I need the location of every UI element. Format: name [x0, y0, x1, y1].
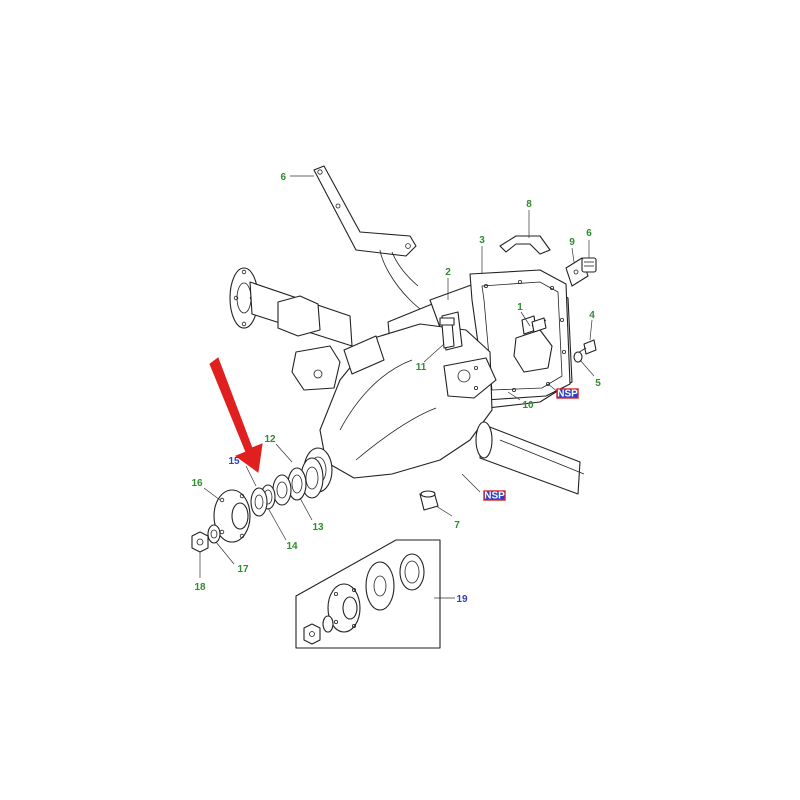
highlight-arrow [209, 357, 263, 473]
callout-8: 8 [526, 199, 532, 210]
callout-15: 15 [228, 456, 240, 467]
callout-2: 2 [445, 267, 451, 278]
callout-labels: 6 2 3 1 4 5 6 8 9 10 11 12 13 14 15 16 1… [191, 172, 601, 605]
callout-14: 14 [286, 541, 298, 552]
callout-1: 1 [517, 302, 523, 313]
callout-5: 5 [595, 378, 601, 389]
nsp-tag-lower: NSP [483, 490, 506, 502]
nsp-tag-upper: NSP [556, 388, 579, 400]
right-axle-tube [475, 421, 585, 495]
callout-3: 3 [479, 235, 485, 246]
callout-7: 6 [280, 172, 286, 183]
callout-9: 9 [569, 237, 575, 248]
bracket-arm-part [313, 165, 441, 323]
left-axle-tube [229, 267, 353, 391]
callout-6-breather: 6 [586, 228, 592, 239]
callout-6-drain: 7 [454, 520, 460, 531]
callout-19: 19 [456, 594, 468, 605]
callout-17: 17 [237, 564, 249, 575]
kit-19-inset [295, 539, 441, 649]
nsp-tag-text: NSP [484, 491, 505, 502]
nsp-tag-text: NSP [557, 389, 578, 400]
callout-11: 11 [416, 362, 427, 373]
callout-12: 12 [264, 434, 276, 445]
callout-16: 16 [191, 478, 203, 489]
hardware-parts [419, 235, 597, 511]
leader-lines [199, 175, 595, 599]
callout-10: 10 [522, 400, 534, 411]
pinion-seal-stack [191, 457, 324, 553]
callout-4: 4 [589, 310, 595, 321]
callout-18: 18 [194, 582, 206, 593]
callout-13: 13 [312, 522, 324, 533]
